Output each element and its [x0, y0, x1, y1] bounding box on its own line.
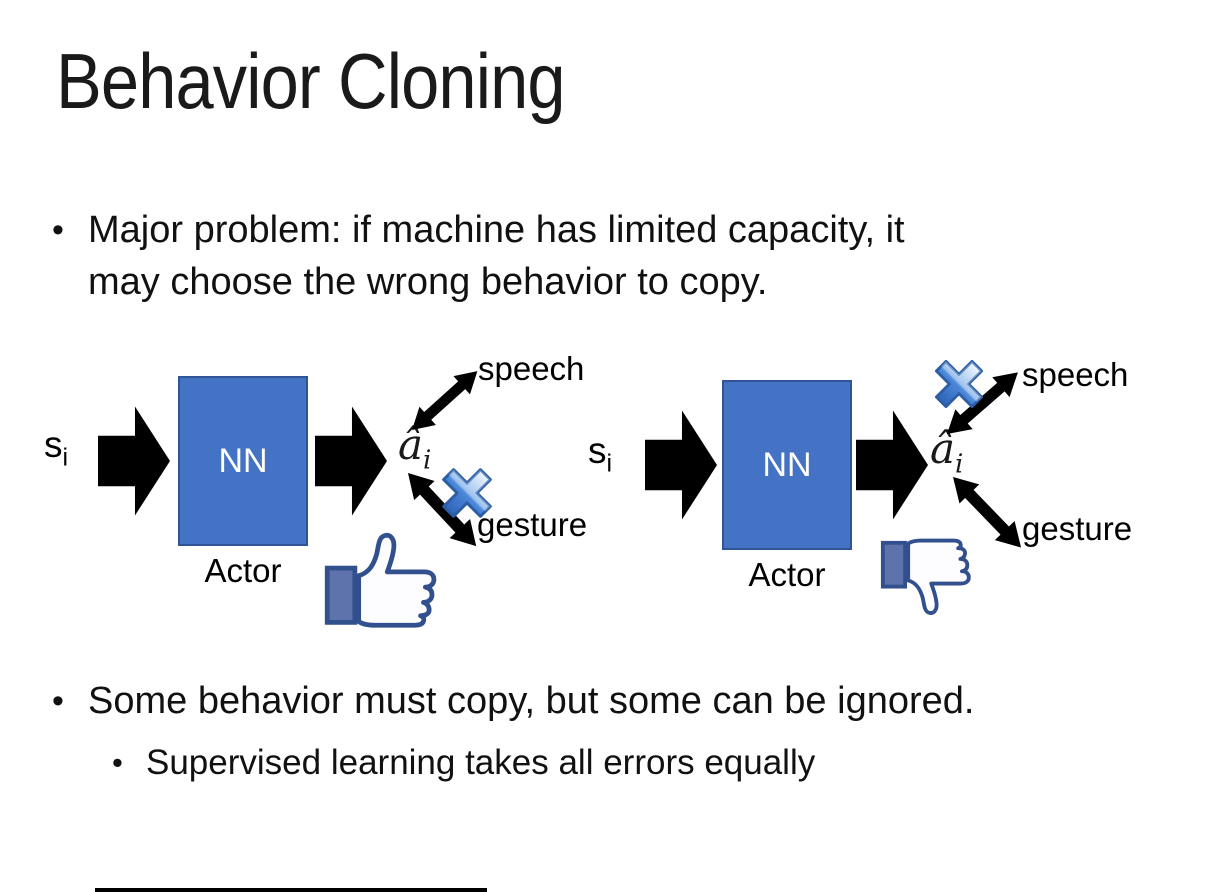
- bullet-text: Major problem: if machine has limited ca…: [88, 204, 905, 308]
- nn-box: NN: [722, 380, 852, 550]
- bullet-text: Supervised learning takes all errors equ…: [146, 740, 815, 786]
- bullet-line-2: may choose the wrong behavior to copy.: [88, 261, 768, 303]
- input-flow-arrow-icon: [645, 410, 717, 520]
- state-symbol: s: [44, 424, 63, 465]
- sub-bullet-supervised-learning: • Supervised learning takes all errors e…: [112, 740, 815, 786]
- speech-label: speech: [478, 350, 585, 387]
- actor-label: Actor: [204, 552, 282, 589]
- action-subscript: i: [423, 445, 432, 476]
- bullet-line: Some behavior must copy, but some can be…: [88, 680, 975, 722]
- bullet-marker: •: [112, 745, 123, 780]
- bullet-line-1: Major problem: if machine has limited ca…: [88, 209, 905, 251]
- gesture-label: gesture: [477, 506, 588, 543]
- state-subscript: i: [606, 449, 613, 478]
- output-flow-arrow-icon: [856, 410, 928, 520]
- thumbs-up-icon: [322, 530, 442, 630]
- cross-x-icon: [928, 353, 990, 415]
- nn-box: NN: [178, 376, 308, 546]
- nn-label: NN: [218, 441, 268, 480]
- action-subscript: i: [955, 449, 964, 480]
- state-input-label: si: [588, 430, 612, 478]
- thumbs-down-icon: [879, 533, 975, 621]
- input-flow-arrow-icon: [98, 406, 170, 516]
- bullet-marker: •: [52, 211, 64, 249]
- bullet-marker: •: [52, 682, 64, 720]
- output-flow-arrow-icon: [315, 406, 387, 516]
- state-subscript: i: [62, 443, 69, 472]
- slide-title: Behavior Cloning: [56, 37, 566, 125]
- nn-label: NN: [762, 445, 812, 484]
- bullet-line: Supervised learning takes all errors equ…: [146, 743, 816, 782]
- cutoff-next-line-top-edge: [95, 888, 487, 892]
- bullet-major-problem: • Major problem: if machine has limited …: [52, 204, 905, 308]
- speech-double-arrow-icon: [402, 360, 487, 441]
- state-symbol: s: [588, 430, 607, 471]
- state-input-label: si: [44, 424, 68, 472]
- bullet-some-behavior: • Some behavior must copy, but some can …: [52, 676, 974, 726]
- gesture-label: gesture: [1022, 510, 1133, 547]
- actor-label: Actor: [748, 556, 826, 593]
- speech-label: speech: [1022, 356, 1129, 393]
- bullet-text: Some behavior must copy, but some can be…: [88, 676, 974, 726]
